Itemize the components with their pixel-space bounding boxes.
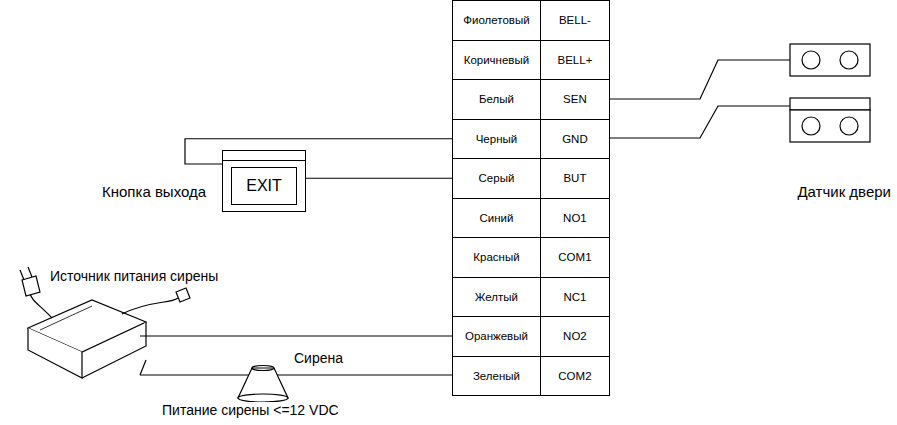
terminal-row: КрасныйCOM1 [452,237,610,278]
signal-name: NO2 [541,317,609,356]
signal-name: BUT [541,159,609,198]
wire-color: Коричневый [453,41,541,80]
note-label: Питание сирены <=12 VDC [160,402,341,419]
terminal-row: ОранжевыйNO2 [452,316,610,357]
door-sensor-switch [790,98,870,142]
terminal-row: ФиолетовыйBELL- [452,0,610,41]
siren-wire [140,374,452,375]
signal-name: COM1 [541,238,609,277]
wire-color: Фиолетовый [453,1,541,40]
part-label: Датчик двери [795,183,893,201]
part-label: Источник питания сирены [48,268,220,285]
exit-button: EXIT [222,150,306,212]
terminal-row: ЧерныйGND [452,119,610,160]
signal-wire [306,178,452,179]
siren-wire [140,335,452,336]
part-label: Кнопка выхода [100,183,208,201]
terminal-row: ЗеленыйCOM2 [452,356,610,397]
wire-color: Синий [453,199,541,238]
wire-color: Серый [453,159,541,198]
signal-name: COM2 [541,357,609,396]
wire-color: Желтый [453,278,541,317]
button-rim [223,151,305,161]
terminal-row: СерыйBUT [452,158,610,199]
terminal-row: КоричневыйBELL+ [452,40,610,81]
signal-name: BELL+ [541,41,609,80]
terminal-row: БелыйSEN [452,79,610,120]
signal-name: NO1 [541,199,609,238]
sensor-wire [610,106,790,138]
signal-name: SEN [541,80,609,119]
wire-color: Белый [453,80,541,119]
part-label: Сирена [292,350,345,367]
terminal-row: СинийNO1 [452,198,610,239]
terminal-row: ЖелтыйNC1 [452,277,610,318]
button-text: EXIT [246,177,282,195]
wire-color: Черный [453,120,541,159]
button-face: EXIT [231,167,297,205]
siren-symbol [238,366,288,403]
signal-name: GND [541,120,609,159]
signal-name: NC1 [541,278,609,317]
door-sensor-magnet [790,44,870,76]
wire-color: Оранжевый [453,317,541,356]
wire-color: Зеленый [453,357,541,396]
wire-color: Красный [453,238,541,277]
sensor-wire [610,60,790,99]
signal-name: BELL- [541,1,609,40]
